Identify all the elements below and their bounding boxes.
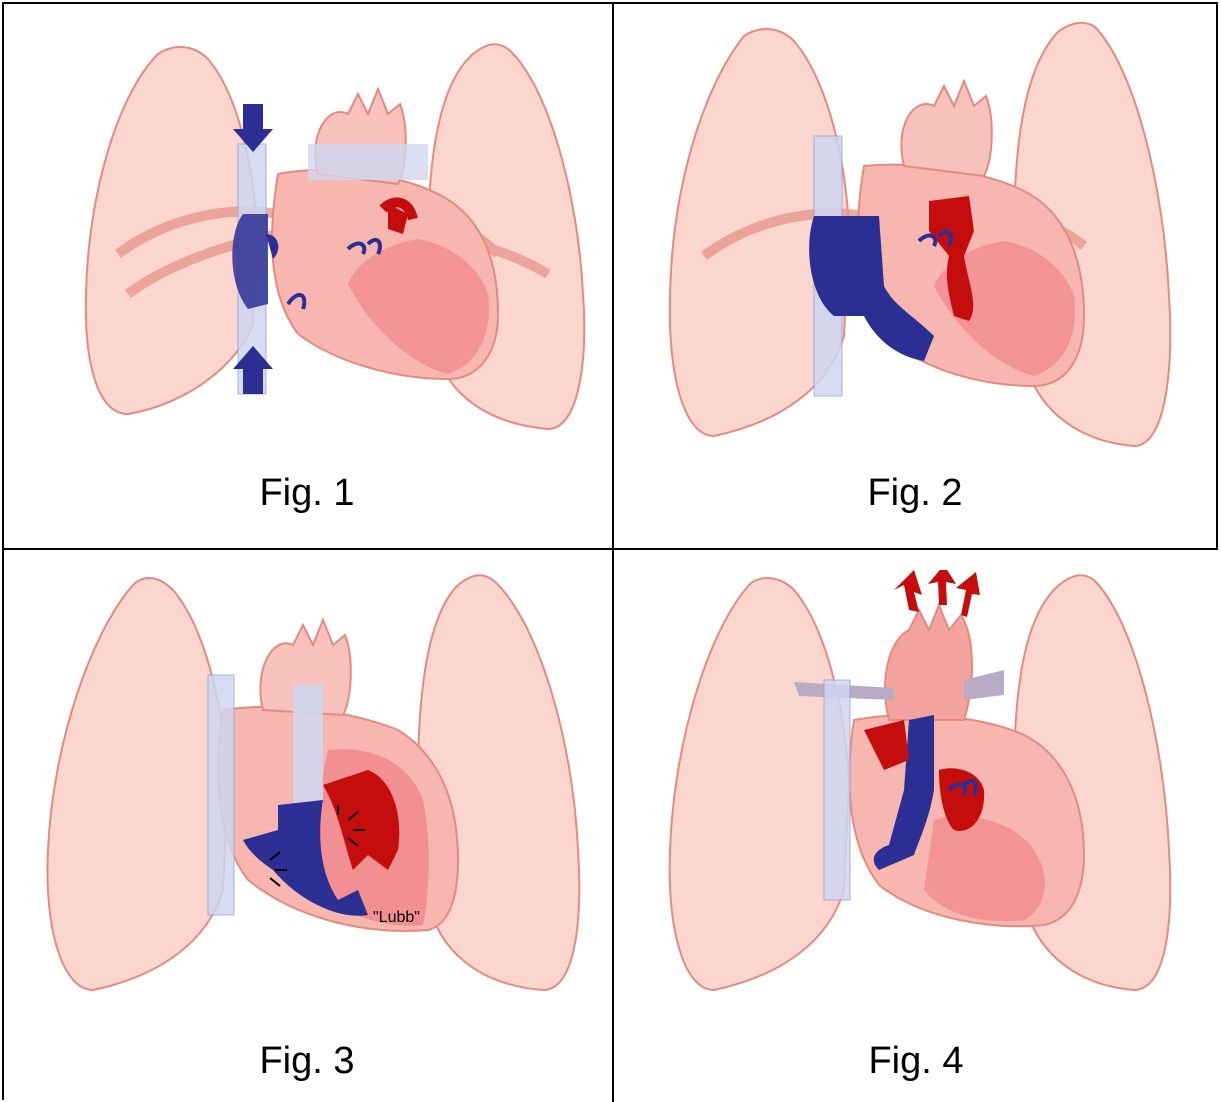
- figure-cell-2: Fig. 2: [614, 2, 1218, 550]
- figure-cell-1: Fig. 1: [2, 2, 614, 550]
- pulmonary-trunk: [293, 685, 323, 805]
- heart-lungs-diagram-3: "Lubb": [38, 570, 584, 1010]
- figure-cell-4: Fig. 4: [614, 550, 1218, 1102]
- figure-caption-2: Fig. 2: [614, 472, 1216, 515]
- figure-caption-4: Fig. 4: [614, 1040, 1218, 1083]
- figure-caption-3: Fig. 3: [2, 1040, 612, 1083]
- heart-lungs-diagram-4: [664, 570, 1174, 1010]
- heart-lungs-diagram-1: [78, 34, 590, 462]
- figure-caption-1: Fig. 1: [2, 472, 612, 515]
- lubb-annotation: "Lubb": [373, 909, 420, 926]
- diagram-svg-4: [664, 570, 1174, 1010]
- pulmonary-trunk: [308, 144, 428, 180]
- diagram-svg-2: [664, 16, 1174, 476]
- vena-cava: [208, 675, 234, 915]
- heart-lungs-diagram-2: [664, 16, 1174, 476]
- diagram-svg-3: "Lubb": [38, 570, 584, 1010]
- figure-cell-3: "Lubb" Fig. 3: [2, 550, 614, 1102]
- diagram-svg-1: [78, 34, 590, 462]
- vena-cava: [824, 680, 850, 900]
